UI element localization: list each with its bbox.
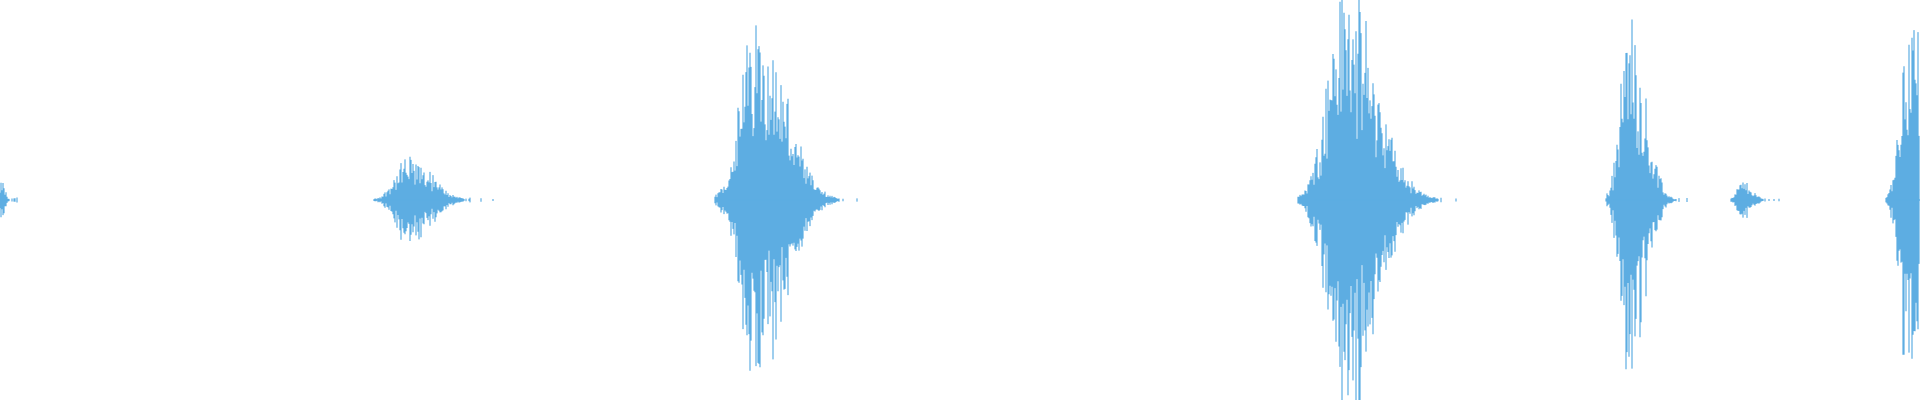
waveform-burst [1605, 19, 1688, 370]
waveform-burst [0, 182, 18, 218]
waveform-burst [373, 156, 494, 241]
waveform-burst [714, 25, 858, 371]
waveform-burst [1885, 30, 1920, 359]
waveform-burst-path [1605, 19, 1688, 370]
waveform-burst-path [1885, 30, 1920, 359]
waveform-burst-path [1297, 0, 1457, 400]
waveform-burst [1730, 182, 1780, 218]
waveform-burst-path [714, 25, 858, 371]
waveform-burst-path [373, 156, 494, 241]
waveform-burst [1297, 0, 1457, 400]
